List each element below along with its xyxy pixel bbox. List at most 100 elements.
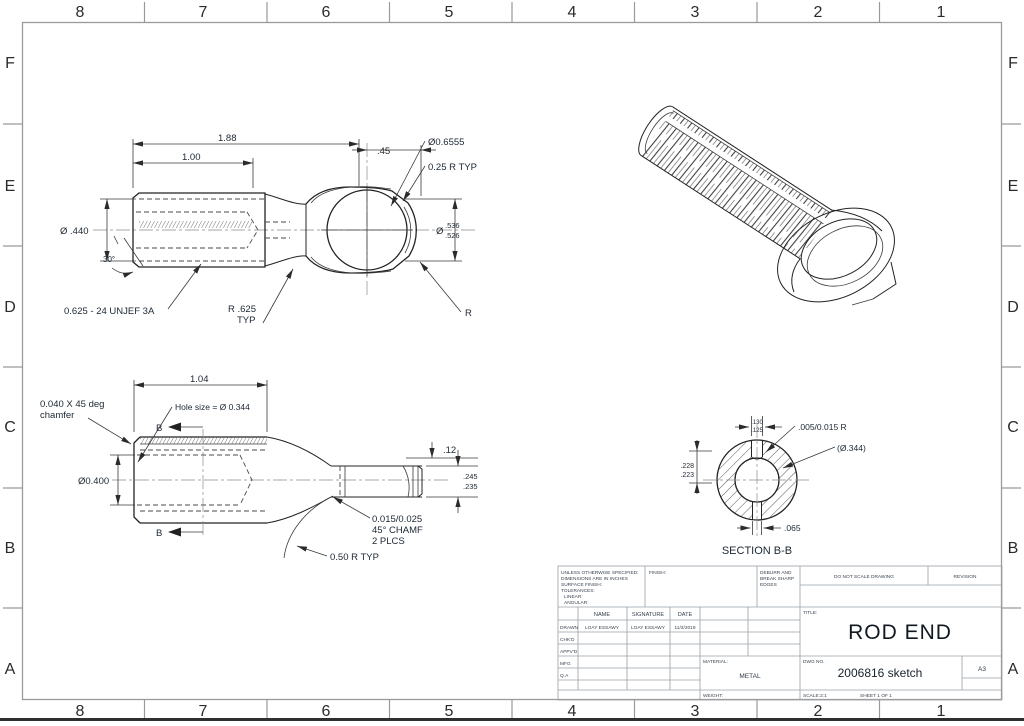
revision-label: REVISION xyxy=(954,574,977,580)
bore-dia-upper: .536 xyxy=(445,221,460,230)
finish-label: FINISH: xyxy=(649,570,666,576)
zone-column-labels: 8 7 6 5 4 3 2 1 8 7 6 5 4 3 2 1 xyxy=(76,4,946,720)
neck-radius-note: R .625 xyxy=(228,304,256,315)
tolerance-line: SURFACE FINISH: xyxy=(561,582,602,588)
zone-col: 2 xyxy=(814,703,823,720)
stem-dia-lower: .235 xyxy=(463,482,478,491)
front-view-dimensions: 1.88 1.00 .45 Ø0.6555 0.25 R TYP Ø .536 … xyxy=(60,133,477,326)
drawn-signature: LOAY ESSAWY xyxy=(631,625,666,631)
neck-radius-note-2: TYP xyxy=(237,315,255,326)
dwg-no-value: 2006816 sketch xyxy=(838,666,923,680)
zone-row: B xyxy=(1008,540,1019,557)
zone-col: 4 xyxy=(568,703,577,720)
dim-shank-diameter: Ø .440 xyxy=(60,226,89,237)
zone-col: 4 xyxy=(568,4,577,21)
zone-col: 5 xyxy=(445,703,454,720)
tolerance-line: TOLERANCES: xyxy=(561,588,595,594)
zone-row: D xyxy=(1007,299,1019,316)
deburr-line: EDGES xyxy=(760,582,777,588)
section-view-dimensions: .130 .125 .005/0.015 R (Ø.344) .228 .223… xyxy=(680,416,866,535)
chamfer-note-2: chamfer xyxy=(40,410,74,421)
zone-row: B xyxy=(5,540,16,557)
ref-bore-dia: (Ø.344) xyxy=(837,443,866,453)
stem-chamfer-2: 45° CHAMF xyxy=(372,525,423,536)
dim-chamfer-angle: 30° xyxy=(103,255,115,264)
stem-chamfer-1: 0.015/0.025 xyxy=(372,514,422,525)
zone-row: F xyxy=(1008,55,1018,72)
zone-row: E xyxy=(1008,178,1019,195)
zone-row: A xyxy=(1008,661,1019,678)
zone-row: D xyxy=(4,299,16,316)
radius-ref: R xyxy=(465,308,472,319)
dim-center-offset: .45 xyxy=(377,146,390,157)
row-label-drawn: DRAWN xyxy=(560,625,578,631)
do-not-scale-note: DO NOT SCALE DRAWING xyxy=(834,574,894,580)
bottom-view: B B 1.04 Hole size = Ø 0.344 0.040 X 45 … xyxy=(40,374,478,563)
sheet-size: A3 xyxy=(978,666,986,673)
row-label-qa: Q.A xyxy=(560,673,569,679)
section-view-label: SECTION B-B xyxy=(722,545,792,557)
sheet-of-value: SHEET 1 OF 1 xyxy=(860,693,892,699)
zone-col: 6 xyxy=(322,4,331,21)
thread-callout: 0.625 - 24 UNJEF 3A xyxy=(64,306,155,317)
title-label: TITLE: xyxy=(803,610,817,616)
front-view: 1.88 1.00 .45 Ø0.6555 0.25 R TYP Ø .536 … xyxy=(60,133,478,326)
dim-body-length: 1.04 xyxy=(190,374,209,385)
dwg-no-label: DWG NO. xyxy=(803,659,825,665)
thread-hatch-band xyxy=(139,221,252,228)
dim-thread-length: 1.00 xyxy=(182,152,201,163)
dim-tip: .12 xyxy=(443,445,456,456)
slot-band xyxy=(140,437,267,444)
drawn-date: 11/3/2019 xyxy=(675,625,696,631)
stem-dia-upper: .245 xyxy=(463,472,478,481)
deburr-note: DEBURR AND BREAK SHARP EDGES xyxy=(760,570,794,588)
tolerance-line: ANGULAR: xyxy=(564,600,589,606)
slot-depth-upper: .228 xyxy=(680,463,694,470)
slot-width-lower: .125 xyxy=(751,428,763,434)
drawn-name: LOAY ESSAWY xyxy=(585,625,620,631)
zone-col: 6 xyxy=(322,703,331,720)
tolerance-note: UNLESS OTHERWISE SPECIFIED: DIMENSIONS A… xyxy=(561,570,638,606)
dim-counterbore: Ø0.400 xyxy=(78,476,109,487)
tolerance-line: LINEAR: xyxy=(564,594,583,600)
slot-width-upper: .130 xyxy=(751,420,763,426)
stem-chamfer-3: 2 PLCS xyxy=(372,536,405,547)
dim-overall-length: 1.88 xyxy=(218,133,237,144)
col-header-date: DATE xyxy=(678,612,693,618)
title-block: UNLESS OTHERWISE SPECIFIED: DIMENSIONS A… xyxy=(557,565,1003,701)
section-view: .130 .125 .005/0.015 R (Ø.344) .228 .223… xyxy=(680,416,866,557)
zone-row: A xyxy=(5,661,16,678)
col-header-name: NAME xyxy=(594,612,610,618)
row-label-chkd: CHK'D xyxy=(560,637,575,643)
chamfer-note-1: 0.040 X 45 deg xyxy=(40,399,104,410)
drawing-title: ROD END xyxy=(848,621,952,644)
tolerance-line: DIMENSIONS ARE IN INCHES xyxy=(561,576,628,582)
slot-corner-radius: .005/0.015 R xyxy=(798,422,847,432)
slot-depth-lower: .223 xyxy=(680,472,694,479)
deburr-line: BREAK SHARP xyxy=(760,576,794,582)
zone-col: 3 xyxy=(691,4,700,21)
col-header-signature: SIGNATURE xyxy=(632,612,664,618)
tolerance-line: UNLESS OTHERWISE SPECIFIED: xyxy=(561,570,638,576)
zone-col: 7 xyxy=(199,703,208,720)
zone-row: E xyxy=(5,178,16,195)
zone-row-labels: F E D C B A F E D C B A xyxy=(4,55,1019,678)
dim-eye-diameter: Ø0.6555 xyxy=(428,137,464,148)
deburr-line: DEBURR AND xyxy=(760,570,792,576)
bore-dia-lower: .526 xyxy=(445,231,460,240)
zone-ticks xyxy=(3,2,1021,718)
zone-col: 5 xyxy=(445,4,454,21)
bottom-view-dimensions: 1.04 Hole size = Ø 0.344 0.040 X 45 deg … xyxy=(40,374,478,563)
scale-value: SCALE:2:1 xyxy=(803,693,827,699)
zone-col: 8 xyxy=(76,4,85,21)
hole-size-note: Hole size = Ø 0.344 xyxy=(175,402,250,412)
section-hatch xyxy=(717,440,797,520)
zone-col: 7 xyxy=(199,4,208,21)
zone-col: 1 xyxy=(937,4,946,21)
weight-label: WEIGHT: xyxy=(703,693,723,699)
row-label-mfg: MFG xyxy=(560,661,571,667)
zone-col: 3 xyxy=(691,703,700,720)
